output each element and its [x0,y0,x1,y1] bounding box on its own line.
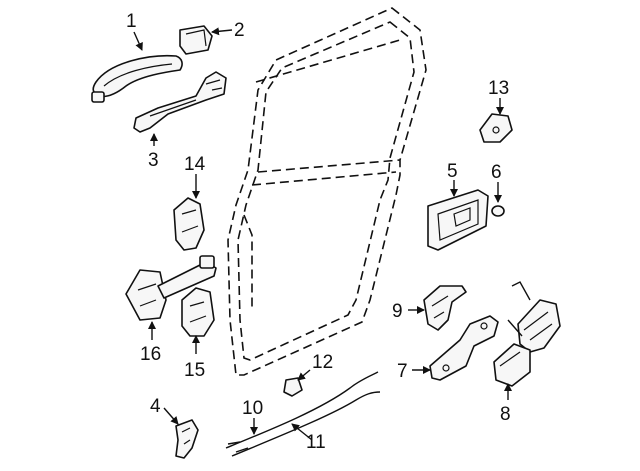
part-3-handle-frame [133,71,227,133]
part-7-bracket [429,315,499,381]
callout-10: 10 [242,398,263,419]
callout-6: 6 [491,162,502,183]
part-6-clip [491,205,505,217]
part-10-11-cables [225,371,381,457]
part-9-reinforcement [423,285,467,331]
part-1-outside-handle [91,54,183,103]
callout-1: 1 [126,11,137,32]
callout-16: 16 [140,344,161,365]
callout-13: 13 [488,78,509,99]
callout-7: 7 [397,361,408,382]
callout-2: 2 [234,20,245,41]
callout-leaders [133,27,512,441]
part-12-small-clip [283,377,303,397]
callout-8: 8 [500,404,511,425]
part-14-upper-hinge [173,197,205,251]
callout-3: 3 [148,150,159,171]
callout-4: 4 [150,396,161,417]
callout-numbers: 1 2 3 4 5 6 7 8 9 10 11 12 13 14 15 16 [126,11,511,453]
part-4-bezel [175,419,199,459]
part-2-cap [179,25,213,55]
callout-5: 5 [447,161,458,182]
callout-15: 15 [184,360,205,381]
part-13-striker [479,113,513,143]
part-8-latch-actuator [493,281,561,387]
part-5-inside-handle [427,189,489,251]
callout-11: 11 [306,432,326,453]
part-16-door-check [125,255,217,321]
part-15-lower-hinge [181,287,215,337]
door-outline [227,7,427,376]
callout-9: 9 [392,301,403,322]
callout-14: 14 [184,154,206,175]
callout-12: 12 [312,352,333,373]
